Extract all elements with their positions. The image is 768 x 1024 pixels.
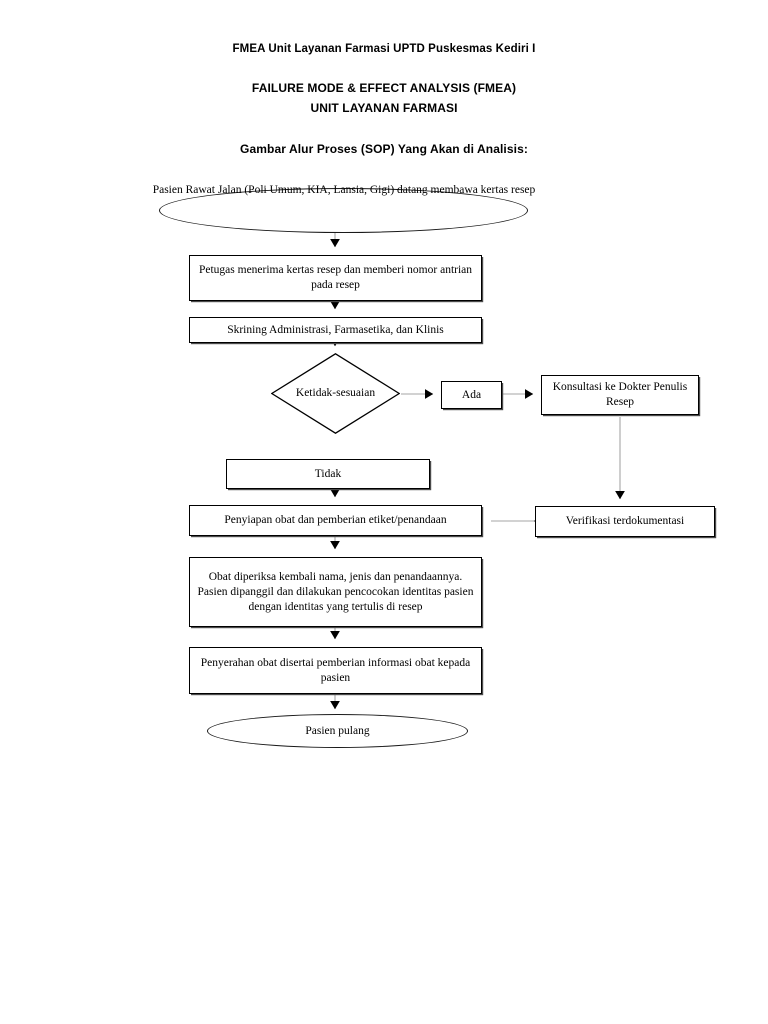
flow-node-tidak: Tidak [226,459,430,489]
diamond-shape [271,353,400,434]
flow-node-konsultasi: Konsultasi ke Dokter Penulis Resep [541,375,699,415]
flow-node-start-label: Pasien Rawat Jalan (Poli Umum, KIA, Lans… [152,184,536,196]
flow-node-start [159,188,528,233]
flow-node-end: Pasien pulang [207,714,468,748]
flow-node-penyerahan: Penyerahan obat disertai pemberian infor… [189,647,482,694]
flow-node-receive: Petugas menerima kertas resep dan member… [189,255,482,301]
flow-node-screening: Skrining Administrasi, Farmasetika, dan … [189,317,482,343]
flow-node-penyiapan: Penyiapan obat dan pemberian etiket/pena… [189,505,482,536]
subtitle-unit: UNIT LAYANAN FARMASI [310,101,458,115]
flow-node-verifikasi: Verifikasi terdokumentasi [535,506,715,537]
flow-node-ada: Ada [441,381,502,409]
flow-node-decision: Ketidak-sesuaian [271,353,400,434]
flow-node-pemeriksaan: Obat diperiksa kembali nama, jenis dan p… [189,557,482,627]
subtitle-fmea: FAILURE MODE & EFFECT ANALYSIS (FMEA) [251,81,517,95]
flow-node-decision-label: Ketidak-sesuaian [295,387,376,399]
section-heading-flowchart: Gambar Alur Proses (SOP) Yang Akan di An… [240,142,528,156]
page-title: FMEA Unit Layanan Farmasi UPTD Puskesmas… [232,43,536,55]
